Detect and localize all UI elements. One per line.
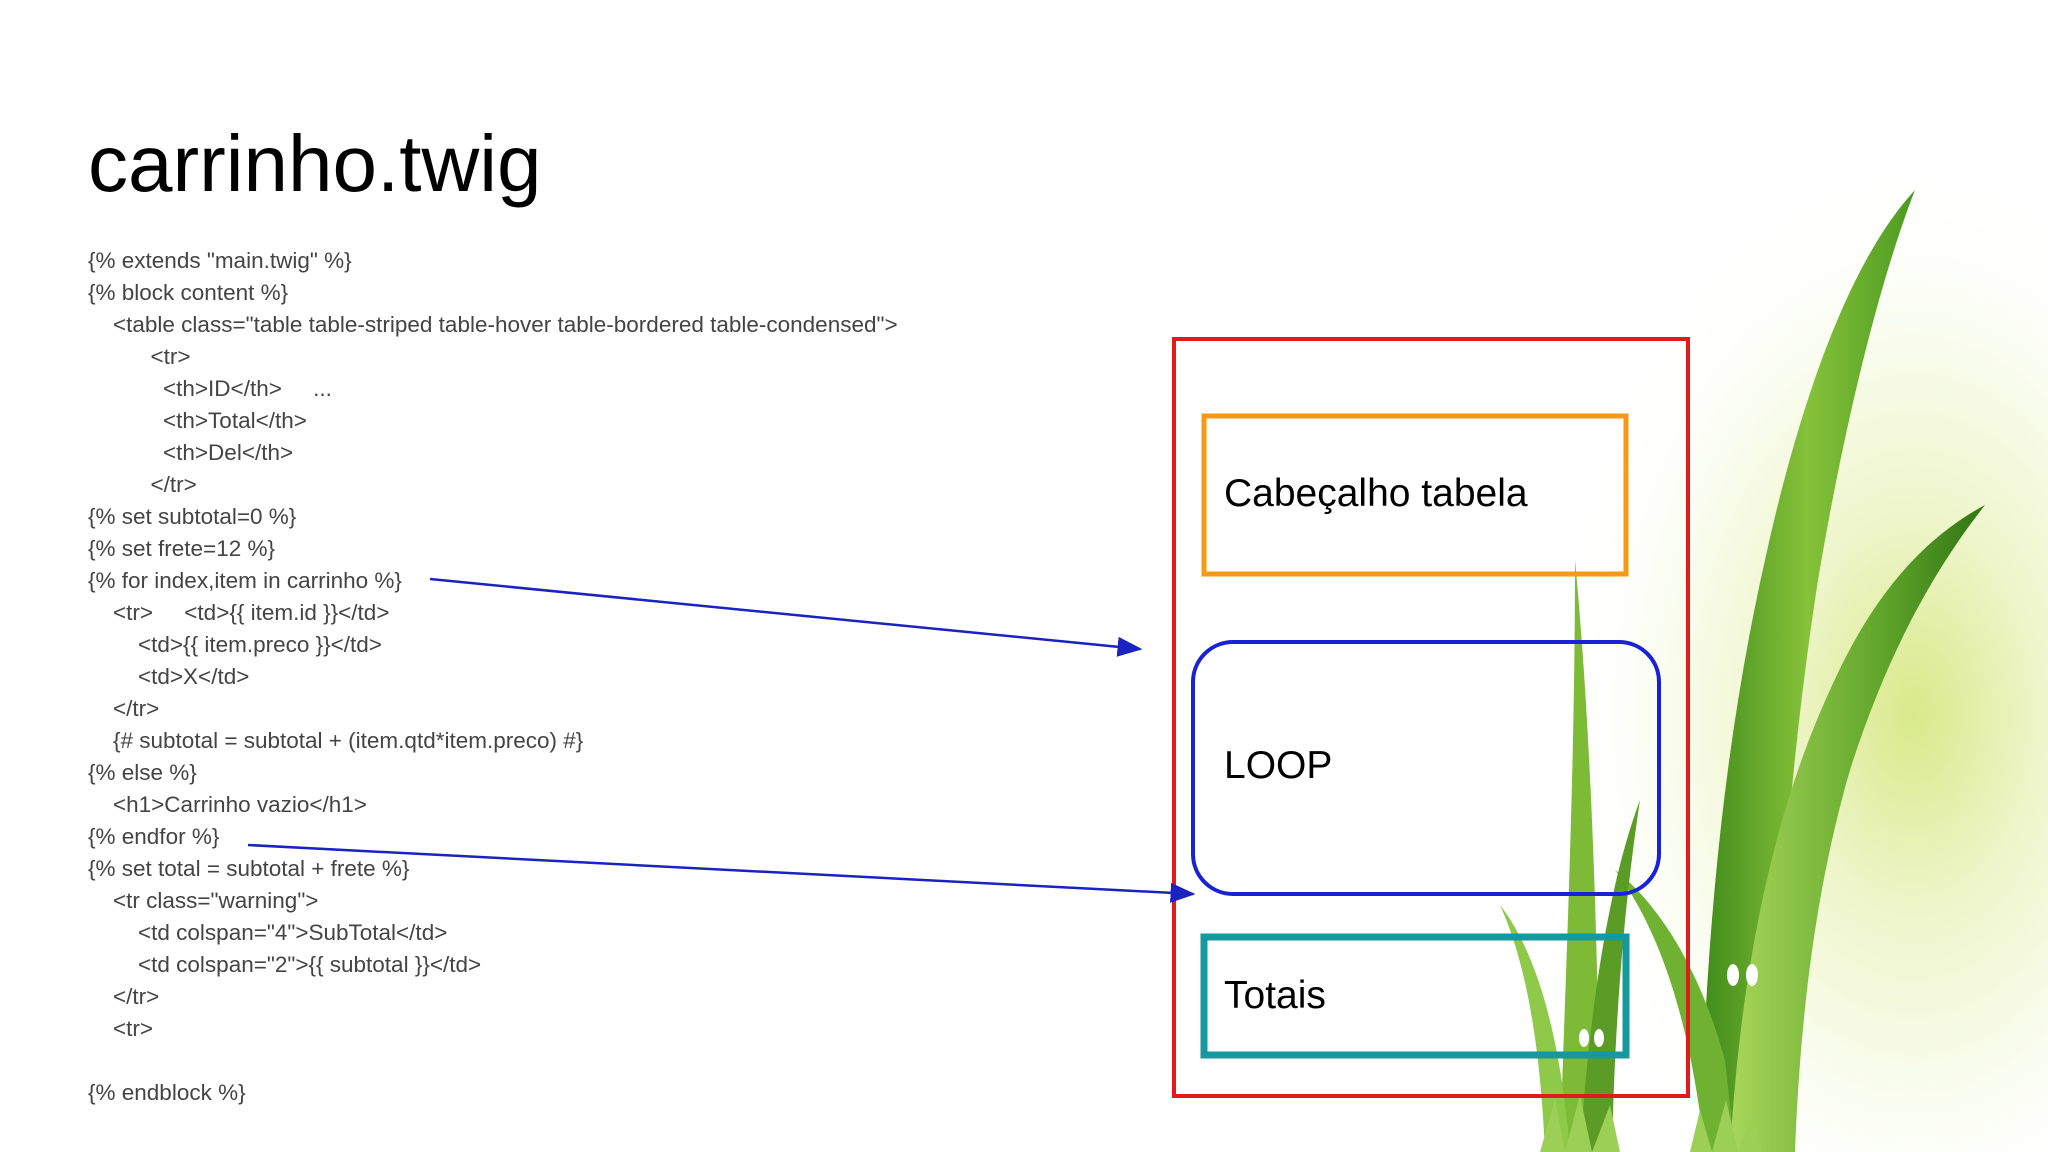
grass-blade-left (1615, 870, 1735, 1152)
eye-icon (1727, 964, 1739, 986)
code-line: <th>Del</th> (88, 440, 294, 465)
arrow-endfor-to-loop-end (247, 843, 1196, 903)
code-line: <td>X</td> (88, 664, 250, 689)
code-line: {% set frete=12 %} (88, 536, 275, 561)
code-line: <th>ID</th> ... (88, 376, 332, 401)
code-line: {% endblock %} (88, 1080, 246, 1105)
code-line: <tr> (88, 1016, 154, 1041)
code-line: </tr> (88, 984, 160, 1009)
loop-box-label: LOOP (1224, 744, 1333, 787)
header-box-label: Cabeçalho tabela (1224, 472, 1528, 515)
grass-blade-right (1730, 505, 1985, 1152)
grass-blade-small-1 (1560, 560, 1600, 1152)
totals-box (1200, 933, 1630, 1059)
code-line: <h1>Carrinho vazio</h1> (88, 792, 367, 817)
code-line: {% else %} (88, 760, 197, 785)
arrow-for-to-loop (429, 577, 1143, 657)
grass-tuft (1540, 1095, 1620, 1152)
code-line: {% endfor %} (88, 824, 220, 849)
eye-icon (1746, 964, 1758, 986)
code-line: <tr> <td>{{ item.id }}</td> (88, 600, 390, 625)
code-line: <tr> (88, 344, 191, 369)
code-line: </tr> (88, 696, 160, 721)
code-line: <td>{{ item.preco }}</td> (88, 632, 382, 657)
code-line: {# subtotal = subtotal + (item.qtd*item.… (88, 728, 584, 753)
outer-frame (1172, 337, 1690, 1098)
loop-box (1191, 640, 1661, 896)
header-box (1201, 413, 1629, 577)
code-line: <td colspan="2">{{ subtotal }}</td> (88, 952, 482, 977)
grass-blade-tall (1700, 190, 1915, 1152)
code-line: {% set total = subtotal + frete %} (88, 856, 410, 881)
eye-icon (1594, 1029, 1604, 1047)
code-line: {% for index,item in carrinho %} (88, 568, 402, 593)
code-line: <th>Total</th> (88, 408, 307, 433)
slide-title: carrinho.twig (88, 119, 542, 208)
code-line: <table class="table table-striped table-… (88, 312, 898, 337)
grass-blade-small-3 (1500, 905, 1570, 1152)
totals-box-label: Totais (1224, 974, 1326, 1017)
code-line: </tr> (88, 472, 197, 497)
code-line: <td colspan="4">SubTotal</td> (88, 920, 448, 945)
code-line: <tr class="warning"> (88, 888, 319, 913)
grass-blade-small-2 (1580, 800, 1640, 1152)
code-line: {% block content %} (88, 280, 289, 305)
code-block: {% extends "main.twig" %} {% block conten… (88, 245, 898, 1109)
grass-tuft (1690, 1100, 1762, 1152)
code-line: {% set subtotal=0 %} (88, 504, 297, 529)
eye-icon (1579, 1029, 1589, 1047)
code-line: {% extends "main.twig" %} (88, 248, 352, 273)
